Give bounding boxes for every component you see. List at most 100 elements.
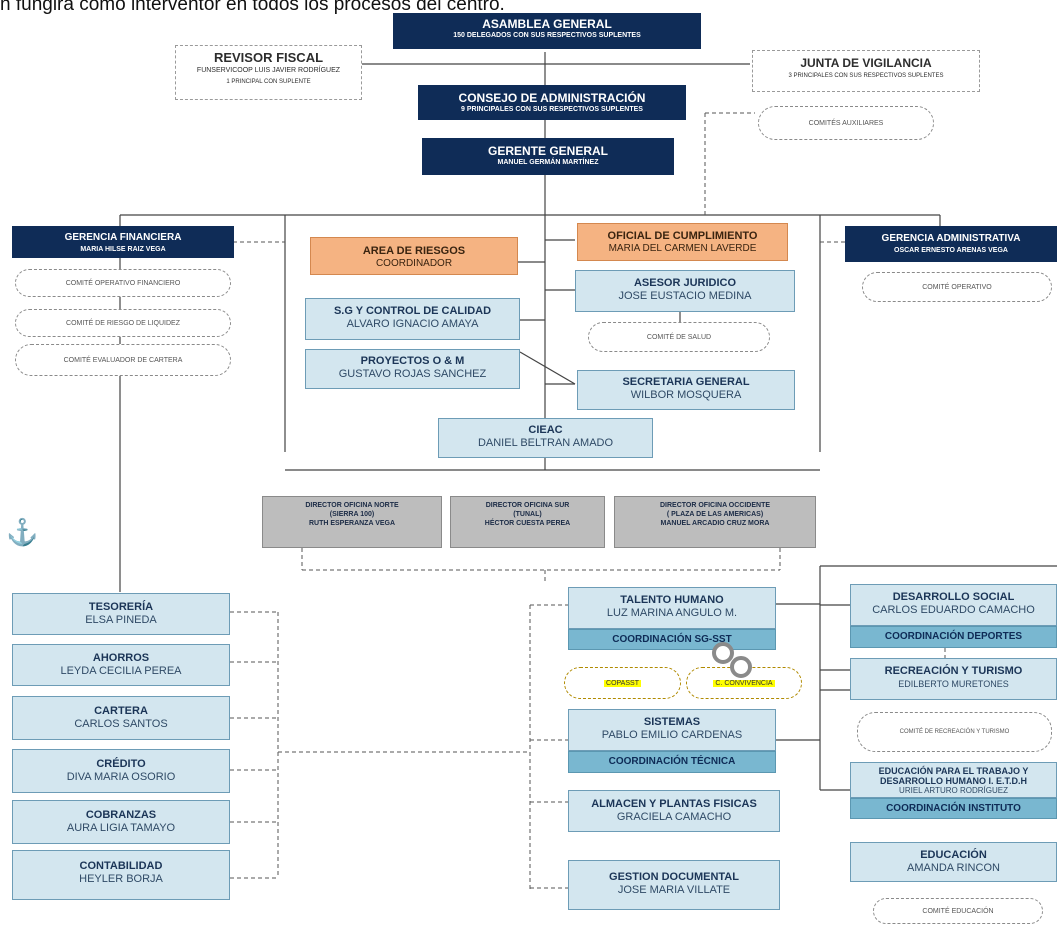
top-text-fragment: n fungirá como interventor en todos los … <box>0 0 505 15</box>
ger-adm-title: GERENCIA ADMINISTRATIVA <box>881 233 1021 244</box>
educacion-trabajo-title: EDUCACIÓN PARA EL TRABAJO Y DESARROLLO H… <box>878 766 1029 786</box>
comite-operativo-financiero-oval: COMITÉ OPERATIVO FINANCIERO <box>15 269 231 297</box>
unit-sub: LEYDA CECILIA PEREA <box>60 665 182 677</box>
unit-title: TESORERÍA <box>88 601 154 613</box>
educacion-trabajo-sub: URIEL ARTURO RODRÍGUEZ <box>899 786 1008 795</box>
educacion-sub: AMANDA RINCON <box>907 862 1000 874</box>
unit-sub: HEYLER BORJA <box>79 873 163 885</box>
comite-riesgo-liquidez-oval: COMITÉ DE RIESGO DE LIQUIDEZ <box>15 309 231 337</box>
dir-norte-line1: DIRECTOR OFICINA NORTE <box>305 502 399 509</box>
sistemas-box: SISTEMAS PABLO EMILIO CARDENAS <box>568 709 776 751</box>
talento-humano-box: TALENTO HUMANO LUZ MARINA ANGULO M. <box>568 587 776 629</box>
junta-title: JUNTA DE VIGILANCIA <box>800 56 932 70</box>
dir-sur-line2: (TUNAL) <box>513 511 542 518</box>
unit-title: AHORROS <box>92 652 150 664</box>
consejo-sub: 9 PRINCIPALES CON SUS RESPECTIVOS SUPLEN… <box>461 106 643 113</box>
almacen-sub: GRACIELA CAMACHO <box>616 811 732 823</box>
dir-norte-line3: RUTH ESPERANZA VEGA <box>308 520 396 527</box>
contabilidad-box: CONTABILIDAD HEYLER BORJA <box>12 850 230 900</box>
ring-marker-1 <box>712 642 734 664</box>
educacion-trabajo-box: EDUCACIÓN PARA EL TRABAJO Y DESARROLLO H… <box>850 762 1057 798</box>
revisor-line1: FUNSERVICOOP LUIS JAVIER RODRÍGUEZ <box>196 67 341 74</box>
cieac-title: CIEAC <box>528 424 563 436</box>
junta-vigilancia-box: JUNTA DE VIGILANCIA 3 PRINCIPALES CON SU… <box>752 50 980 92</box>
revisor-title: REVISOR FISCAL <box>213 50 324 65</box>
director-norte-box: DIRECTOR OFICINA NORTE (SIERRA 100) RUTH… <box>262 496 442 548</box>
almacen-box: ALMACEN Y PLANTAS FISICAS GRACIELA CAMAC… <box>568 790 780 832</box>
dir-sur-line1: DIRECTOR OFICINA SUR <box>485 502 570 509</box>
dir-occ-line3: MANUEL ARCADIO CRUZ MORA <box>660 520 770 527</box>
gerencia-administrativa-box: GERENCIA ADMINISTRATIVA OSCAR ERNESTO AR… <box>845 226 1057 262</box>
coordinacion-deportes-bar: COORDINACIÓN DEPORTES <box>850 626 1057 648</box>
consejo-administracion-box: CONSEJO DE ADMINISTRACIÓN 9 PRINCIPALES … <box>418 85 686 120</box>
comites-auxiliares-oval: COMITÉS AUXILIARES <box>758 106 934 140</box>
gestion-title: GESTION DOCUMENTAL <box>609 871 739 883</box>
unit-title: CRÉDITO <box>96 758 146 770</box>
asesor-juridico-box: ASESOR JURIDICO JOSE EUSTACIO MEDINA <box>575 270 795 312</box>
secretaria-sub: WILBOR MOSQUERA <box>630 389 742 401</box>
dir-occ-line2: ( PLAZA DE LAS AMERICAS) <box>666 511 764 518</box>
desarrollo-social-box: DESARROLLO SOCIAL CARLOS EDUARDO CAMACHO <box>850 584 1057 626</box>
talento-sub: LUZ MARINA ANGULO M. <box>606 607 738 619</box>
cartera-box: CARTERA CARLOS SANTOS <box>12 696 230 740</box>
asesor-sub: JOSE EUSTACIO MEDINA <box>618 290 752 302</box>
director-sur-box: DIRECTOR OFICINA SUR (TUNAL) HÉCTOR CUES… <box>450 496 605 548</box>
gerente-general-box: GERENTE GENERAL MANUEL GERMÁN MARTÍNEZ <box>422 138 674 175</box>
proyectos-sub: GUSTAVO ROJAS SANCHEZ <box>338 368 487 380</box>
recreacion-title: RECREACIÓN Y TURISMO <box>884 665 1023 677</box>
cieac-sub: DANIEL BELTRAN AMADO <box>477 437 614 449</box>
ger-fin-title: GERENCIA FINANCIERA <box>64 232 182 243</box>
asesor-title: ASESOR JURIDICO <box>633 277 737 289</box>
credito-box: CRÉDITO DIVA MARIA OSORIO <box>12 749 230 793</box>
tesoreria-box: TESORERÍA ELSA PINEDA <box>12 593 230 635</box>
cieac-box: CIEAC DANIEL BELTRAN AMADO <box>438 418 653 458</box>
unit-sub: AURA LIGIA TAMAYO <box>66 822 176 834</box>
comite-educacion-oval: COMITÉ EDUCACIÓN <box>873 898 1043 924</box>
junta-sub: 3 PRINCIPALES CON SUS RESPECTIVOS SUPLEN… <box>788 73 944 79</box>
oficial-sub: MARIA DEL CARMEN LAVERDE <box>608 243 757 254</box>
unit-sub: ELSA PINEDA <box>85 614 157 626</box>
ger-fin-sub: MARIA HILSE RAIZ VEGA <box>80 246 166 253</box>
area-riesgos-box: AREA DE RIESGOS COORDINADOR <box>310 237 518 275</box>
cobranzas-box: COBRANZAS AURA LIGIA TAMAYO <box>12 800 230 844</box>
gerencia-financiera-box: GERENCIA FINANCIERA MARIA HILSE RAIZ VEG… <box>12 226 234 258</box>
unit-sub: DIVA MARIA OSORIO <box>66 771 176 783</box>
copasst-label: COPASST <box>604 679 641 687</box>
talento-title: TALENTO HUMANO <box>620 594 724 606</box>
sistemas-sub: PABLO EMILIO CARDENAS <box>601 729 743 741</box>
recreacion-sub: EDILBERTO MURETONES <box>898 679 1009 689</box>
comite-evaluador-cartera-oval: COMITÉ EVALUADOR DE CARTERA <box>15 344 231 376</box>
gestion-sub: JOSE MARIA VILLATE <box>617 884 731 896</box>
revisor-fiscal-box: REVISOR FISCAL FUNSERVICOOP LUIS JAVIER … <box>175 45 362 100</box>
secretaria-general-box: SECRETARIA GENERAL WILBOR MOSQUERA <box>577 370 795 410</box>
copasst-oval: COPASST <box>564 667 681 699</box>
ahorros-box: AHORROS LEYDA CECILIA PEREA <box>12 644 230 686</box>
riesgos-sub: COORDINADOR <box>375 258 453 269</box>
gestion-documental-box: GESTION DOCUMENTAL JOSE MARIA VILLATE <box>568 860 780 910</box>
asamblea-sub: 150 DELEGADOS CON SUS RESPECTIVOS SUPLEN… <box>453 32 641 39</box>
dir-occ-line1: DIRECTOR OFICINA OCCIDENTE <box>659 502 771 509</box>
proyectos-box: PROYECTOS O & M GUSTAVO ROJAS SANCHEZ <box>305 349 520 389</box>
comite-recreacion-oval: COMITÉ DE RECREACIÓN Y TURISMO <box>857 712 1052 752</box>
dir-sur-line3: HÉCTOR CUESTA PEREA <box>484 520 571 527</box>
sistemas-title: SISTEMAS <box>643 716 701 728</box>
gerente-sub: MANUEL GERMÁN MARTÍNEZ <box>497 159 599 166</box>
dir-norte-line2: (SIERRA 100) <box>329 511 375 518</box>
sg-sub: ALVARO IGNACIO AMAYA <box>346 318 479 330</box>
convivencia-label: C. CONVIVENCIA <box>713 679 775 687</box>
ger-adm-sub: OSCAR ERNESTO ARENAS VEGA <box>894 247 1008 254</box>
unit-title: CARTERA <box>94 705 148 717</box>
coordinacion-instituto-bar: COORDINACIÓN INSTITUTO <box>850 798 1057 819</box>
sg-control-calidad-box: S.G Y CONTROL DE CALIDAD ALVARO IGNACIO … <box>305 298 520 340</box>
asamblea-general-box: ASAMBLEA GENERAL 150 DELEGADOS CON SUS R… <box>393 13 701 49</box>
desarrollo-sub: CARLOS EDUARDO CAMACHO <box>872 604 1035 616</box>
desarrollo-title: DESARROLLO SOCIAL <box>892 591 1015 603</box>
proyectos-title: PROYECTOS O & M <box>360 355 465 367</box>
gerente-title: GERENTE GENERAL <box>487 144 608 158</box>
unit-sub: CARLOS SANTOS <box>74 718 168 730</box>
educacion-title: EDUCACIÓN <box>920 849 987 861</box>
anchor-icon: ⚓ <box>6 517 39 547</box>
consejo-title: CONSEJO DE ADMINISTRACIÓN <box>458 91 646 105</box>
ring-marker-2 <box>730 656 752 678</box>
